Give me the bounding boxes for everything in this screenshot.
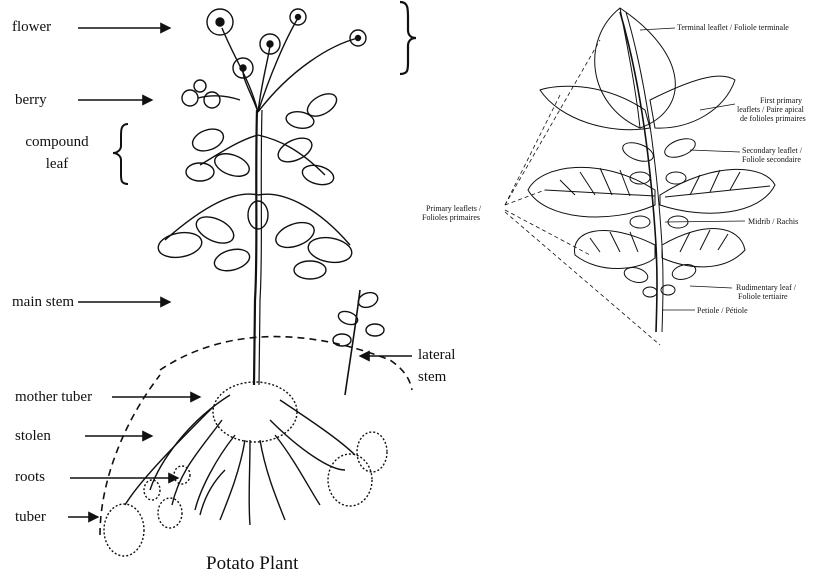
- main-stem-label: main stem: [12, 293, 74, 311]
- first-primary-label-line1: First primary: [760, 96, 802, 105]
- berry-cluster: [182, 80, 220, 108]
- compound-leaf-shapes: [156, 89, 353, 279]
- terminal-leaflet-label: Terminal leaflet / Foliole terminale: [677, 23, 789, 32]
- secondary-leaflet-label-line2: Foliole secondaire: [742, 155, 801, 164]
- compound-leaf-label-line2: leaf: [14, 155, 100, 173]
- mother-tuber-label: mother tuber: [15, 388, 92, 406]
- potato-plant-title: Potato Plant: [206, 553, 298, 575]
- compound-leaf-brace: [113, 124, 128, 184]
- rudimentary-leaf-label-line2: Foliole tertiaire: [738, 292, 788, 301]
- stolen-label: stolen: [15, 427, 51, 445]
- primary-leaflets-label-line1: Primary leaflets /: [426, 204, 481, 213]
- flower-label: flower: [12, 18, 51, 36]
- berry-label: berry: [15, 91, 47, 109]
- tuber-drawing: [104, 504, 144, 556]
- midrib-label: Midrib / Rachis: [748, 217, 798, 226]
- lateral-stem-label-line1: lateral: [418, 346, 455, 364]
- flower-brace: [400, 2, 416, 74]
- potato-plant-illustration: [100, 9, 412, 556]
- plant-label-arrows: [68, 28, 412, 517]
- lateral-stem-label-line2: stem: [418, 368, 446, 386]
- roots-label: roots: [15, 468, 45, 486]
- petiole-label: Petiole / Pétiole: [697, 306, 748, 315]
- primary-leaflets-label-line2: Folioles primaires: [422, 213, 480, 222]
- tuber-label: tuber: [15, 508, 46, 526]
- secondary-leaflet-label-line1: Secondary leaflet /: [742, 146, 802, 155]
- first-primary-label-line2: leaflets / Paire apical: [737, 105, 804, 114]
- first-primary-label-line3: de folioles primaires: [740, 114, 806, 123]
- compound-leaf-label-line1: compound: [14, 133, 100, 151]
- rudimentary-leaf-label-line1: Rudimentary leaf /: [736, 283, 796, 292]
- lateral-stem-drawing: [345, 290, 360, 395]
